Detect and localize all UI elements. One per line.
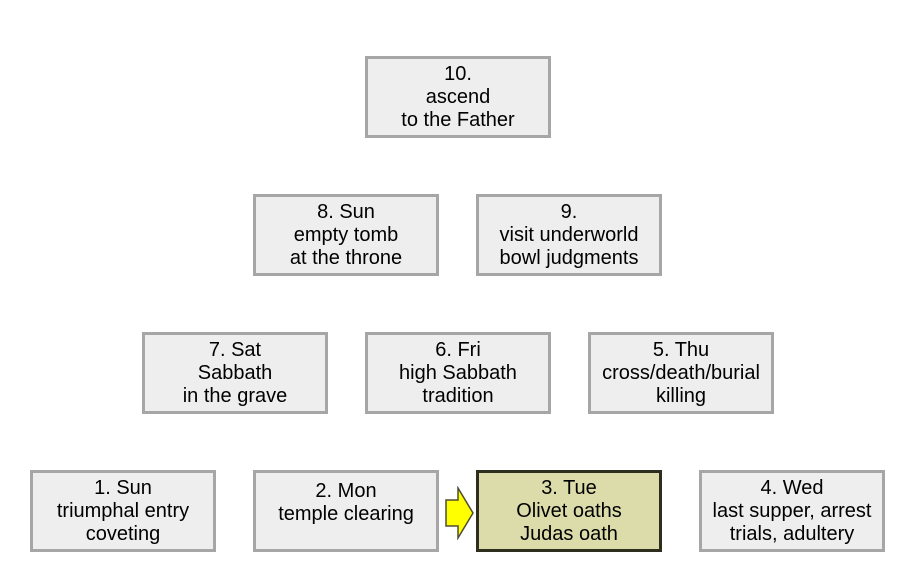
right-arrow-shape — [445, 486, 474, 540]
box-10-ascend: 10. ascend to the Father — [365, 56, 551, 138]
box-2-mon: 2. Mon temple clearing — [253, 470, 439, 552]
box-8-line-1: 8. Sun — [317, 200, 375, 223]
box-3-tue-highlighted: 3. Tue Olivet oaths Judas oath — [476, 470, 662, 552]
box-4-line-1: 4. Wed — [760, 476, 824, 499]
box-1-line-2: triumphal entry — [56, 499, 190, 522]
box-7-line-1: 7. Sat — [208, 338, 262, 361]
box-9-line-2: visit underworld — [499, 223, 639, 246]
box-8-line-2: empty tomb — [293, 223, 399, 246]
box-9-line-1: 9. — [560, 200, 578, 223]
box-10-line-3: to the Father — [401, 108, 515, 131]
box-4-line-2: last supper, arrest — [712, 499, 872, 522]
box-7-line-2: Sabbath — [197, 361, 273, 384]
box-2-line-1: 2. Mon — [315, 480, 377, 502]
box-1-sun: 1. Sun triumphal entry coveting — [30, 470, 216, 552]
box-5-line-2: cross/death/burial — [602, 361, 760, 384]
box-3-line-3: Judas oath — [520, 522, 618, 545]
box-8-sun: 8. Sun empty tomb at the throne — [253, 194, 439, 276]
box-6-line-3: tradition — [422, 384, 494, 407]
box-1-line-3: coveting — [85, 522, 161, 545]
box-6-line-1: 6. Fri — [435, 338, 481, 361]
box-5-line-1: 5. Thu — [652, 338, 710, 361]
box-1-line-1: 1. Sun — [94, 476, 152, 499]
box-5-thu: 5. Thu cross/death/burial killing — [588, 332, 774, 414]
box-2-line-2: temple clearing — [278, 503, 414, 525]
box-7-line-3: in the grave — [182, 384, 288, 407]
box-3-line-1: 3. Tue — [541, 476, 597, 499]
box-4-wed: 4. Wed last supper, arrest trials, adult… — [699, 470, 885, 552]
box-8-line-3: at the throne — [289, 246, 403, 269]
box-9-line-3: bowl judgments — [499, 246, 639, 269]
box-10-line-1: 10. — [444, 62, 472, 85]
box-3-line-2: Olivet oaths — [516, 499, 622, 522]
box-6-fri: 6. Fri high Sabbath tradition — [365, 332, 551, 414]
right-arrow-icon — [445, 486, 474, 540]
box-4-line-3: trials, adultery — [729, 522, 855, 545]
box-9-underworld: 9. visit underworld bowl judgments — [476, 194, 662, 276]
box-7-sat: 7. Sat Sabbath in the grave — [142, 332, 328, 414]
box-6-line-2: high Sabbath — [399, 361, 517, 384]
box-10-line-2: ascend — [425, 85, 491, 108]
box-5-line-3: killing — [655, 384, 707, 407]
